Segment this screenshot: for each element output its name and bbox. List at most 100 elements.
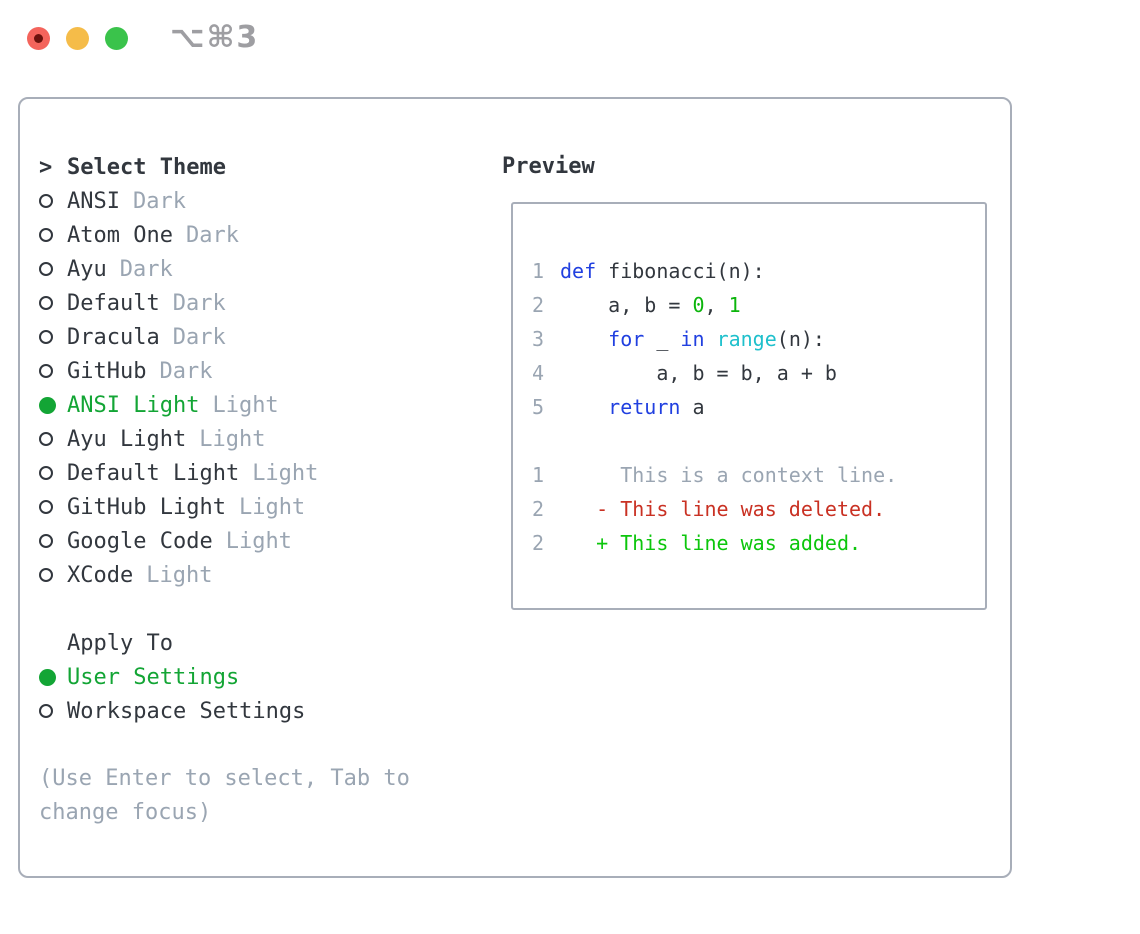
- preview-line: 3 for _ in range(n):: [532, 322, 985, 356]
- code-segment: [560, 327, 608, 351]
- spacer: [39, 592, 471, 626]
- radio-icon: [39, 194, 67, 208]
- option-label: Default: [67, 290, 160, 316]
- option-label: Ayu: [67, 256, 107, 282]
- variant-label: Dark: [132, 188, 186, 214]
- line-number: 2: [532, 497, 545, 521]
- theme-option-default-light[interactable]: Default Light Light: [39, 456, 471, 490]
- variant-label: Light: [225, 528, 292, 554]
- apply-option-workspace-settings[interactable]: Workspace Settings: [39, 694, 471, 728]
- radio-icon: [39, 228, 67, 242]
- theme-option-dracula[interactable]: Dracula Dark: [39, 320, 471, 354]
- radio-icon: [39, 296, 67, 310]
- preview-line: 5 return a: [532, 390, 985, 424]
- code-segment: a: [680, 395, 705, 419]
- code-segment: ,: [704, 293, 729, 317]
- apply-to-title: Apply To: [67, 630, 173, 656]
- option-label: GitHub: [67, 358, 147, 384]
- blank-line: [532, 424, 985, 458]
- variant-label: Light: [199, 426, 266, 452]
- radio-icon: [39, 568, 67, 582]
- code-segment: + This line was added.: [560, 531, 862, 555]
- focus-caret-icon: >: [39, 154, 53, 180]
- preview-line: 2 + This line was added.: [532, 526, 985, 560]
- select-theme-header: > Select Theme: [39, 150, 471, 184]
- option-label: Atom One: [67, 222, 173, 248]
- option-label: ANSI Light: [67, 392, 200, 418]
- variant-label: Dark: [172, 324, 226, 350]
- code-segment: return: [608, 395, 681, 419]
- zoom-button[interactable]: [105, 27, 128, 50]
- code-segment: fibonacci(n):: [596, 259, 765, 283]
- code-segment: This is a context line.: [560, 463, 898, 487]
- code-segment: [705, 327, 717, 351]
- theme-option-ayu[interactable]: Ayu Dark: [39, 252, 471, 286]
- preview-line: 2 - This line was deleted.: [532, 492, 985, 526]
- theme-option-github[interactable]: GitHub Dark: [39, 354, 471, 388]
- option-label: User Settings: [67, 664, 240, 690]
- radio-icon: [39, 432, 67, 446]
- code-segment: def: [560, 259, 597, 283]
- option-label: Dracula: [67, 324, 160, 350]
- preview-line: 1 def fibonacci(n):: [532, 254, 985, 288]
- line-number: 1: [532, 463, 545, 487]
- code-segment: 1: [728, 293, 741, 317]
- variant-label: Light: [146, 562, 213, 588]
- variant-label: Dark: [172, 290, 226, 316]
- variant-label: Dark: [185, 222, 239, 248]
- apply-option-user-settings[interactable]: User Settings: [39, 660, 471, 694]
- line-number: 5: [532, 395, 545, 419]
- radio-icon: [39, 330, 67, 344]
- preview-line: 1 This is a context line.: [532, 458, 985, 492]
- minimize-button[interactable]: [66, 27, 89, 50]
- radio-icon: [39, 364, 67, 378]
- theme-option-google-code[interactable]: Google Code Light: [39, 524, 471, 558]
- theme-option-atom-one[interactable]: Atom One Dark: [39, 218, 471, 252]
- option-label: Workspace Settings: [67, 698, 306, 724]
- selected-radio-icon: [39, 396, 67, 414]
- theme-option-github-light[interactable]: GitHub Light Light: [39, 490, 471, 524]
- preview-line: 2 a, b = 0, 1: [532, 288, 985, 322]
- preview-title: Preview: [502, 154, 595, 179]
- variant-label: Light: [212, 392, 279, 418]
- select-theme-title: Select Theme: [67, 154, 226, 180]
- line-number: 2: [532, 293, 545, 317]
- code-segment: in: [680, 327, 705, 351]
- window-title: ⌥⌘3: [170, 20, 260, 55]
- theme-option-ansi-light[interactable]: ANSI Light Light: [39, 388, 471, 422]
- variant-label: Light: [252, 460, 319, 486]
- keyboard-hint: (Use Enter to select, Tab to change focu…: [39, 766, 410, 825]
- line-number: 2: [532, 531, 545, 555]
- variant-label: Dark: [119, 256, 173, 282]
- code-segment: 0: [692, 293, 705, 317]
- code-segment: (n):: [776, 327, 825, 351]
- radio-icon: [39, 466, 67, 480]
- spacer: [39, 728, 471, 762]
- line-number: 1: [532, 259, 545, 283]
- close-button[interactable]: [27, 27, 50, 50]
- option-label: Default Light: [67, 460, 240, 486]
- line-number: 3: [532, 327, 545, 351]
- variant-label: Dark: [159, 358, 213, 384]
- radio-icon: [39, 262, 67, 276]
- code-segment: [560, 395, 608, 419]
- code-segment: for: [608, 327, 645, 351]
- theme-option-xcode[interactable]: XCode Light: [39, 558, 471, 592]
- theme-option-default[interactable]: Default Dark: [39, 286, 471, 320]
- apply-to-header: Apply To: [39, 626, 471, 660]
- code-segment: a, b =: [560, 293, 693, 317]
- radio-icon: [39, 500, 67, 514]
- option-label: Google Code: [67, 528, 213, 554]
- radio-icon: [39, 534, 67, 548]
- variant-label: Light: [238, 494, 306, 520]
- option-label: GitHub Light: [67, 494, 226, 520]
- option-label: XCode: [67, 562, 134, 588]
